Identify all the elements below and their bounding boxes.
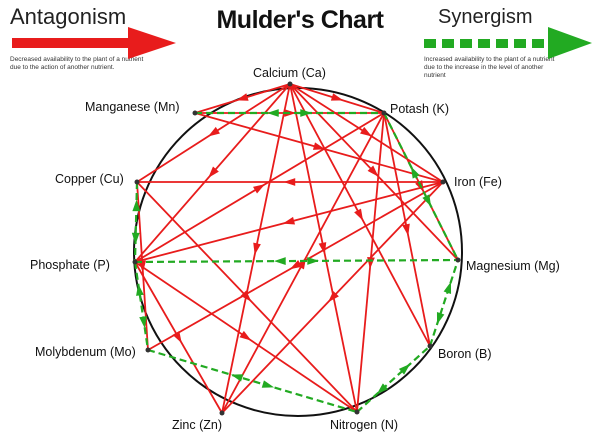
nutrient-node-n	[354, 409, 360, 415]
nutrient-node-cu	[134, 179, 140, 185]
antagonism-arrowhead	[284, 109, 296, 117]
antagonism-arrowhead	[283, 178, 296, 186]
synergism-link-cu-p	[133, 181, 139, 263]
nutrient-label-fe: Iron (Fe)	[454, 175, 502, 189]
nutrient-label-mn: Manganese (Mn)	[85, 100, 180, 114]
synergism-arrowhead	[398, 363, 411, 375]
nutrient-label-mo: Molybdenum (Mo)	[35, 345, 136, 359]
nutrient-node-mn	[192, 110, 198, 116]
chart-title: Mulder's Chart	[216, 6, 384, 34]
nutrient-node-mg	[455, 257, 461, 263]
antagonism-arrowhead	[318, 242, 327, 255]
antagonism-arrowhead	[330, 93, 344, 101]
nutrient-node-ca	[287, 81, 293, 87]
nutrient-node-p	[132, 259, 138, 265]
synergism-arrowhead	[436, 312, 445, 325]
nutrient-node-k	[381, 110, 387, 116]
antagonism-arrowhead	[239, 330, 252, 341]
synergism-arrowhead	[136, 283, 144, 296]
nutrient-label-b: Boron (B)	[438, 347, 492, 361]
antagonism-arrowhead	[253, 242, 261, 255]
synergism-arrowhead	[410, 166, 420, 179]
antagonism-arrowhead	[328, 291, 339, 303]
nutrient-label-zn: Zinc (Zn)	[172, 418, 222, 432]
synergism-arrowhead	[376, 383, 389, 395]
green-dashed-arrow-icon	[424, 27, 592, 59]
wheel-circle	[133, 87, 463, 417]
antagonism-arrowhead	[402, 223, 410, 236]
nutrient-label-cu: Copper (Cu)	[55, 172, 124, 186]
nutrient-label-mg: Magnesium (Mg)	[466, 259, 560, 273]
synergism-arrowhead	[267, 109, 279, 117]
synergism-arrowhead	[230, 374, 244, 382]
antagonism-arrowhead	[367, 165, 379, 177]
interaction-links	[131, 83, 460, 414]
synergism-arrowhead	[307, 257, 319, 265]
nutrient-nodes	[132, 81, 461, 416]
synergism-link-k-mg	[383, 112, 459, 261]
antagonism-arrowhead	[282, 216, 296, 225]
synergism-arrowhead	[422, 194, 432, 207]
nutrient-node-mo	[145, 347, 151, 353]
nutrient-node-fe	[440, 179, 446, 185]
synergism-arrowhead	[139, 316, 147, 329]
nutrient-label-k: Potash (K)	[390, 102, 450, 116]
antagonism-legend-description: Decreased availability to the plant of a…	[10, 56, 144, 71]
synergism-link-n-b	[356, 345, 431, 413]
red-arrow-icon	[12, 27, 176, 59]
nutrient-label-n: Nitrogen (N)	[330, 418, 399, 432]
antagonism-arrowhead	[172, 331, 182, 344]
synergism-link-p-mg	[134, 258, 459, 264]
nutrient-label-p: Phosphate (P)	[30, 258, 110, 272]
synergism-arrowhead	[274, 257, 286, 265]
antagonism-legend-label: Antagonism	[10, 4, 127, 29]
synergism-link-mo-n	[147, 348, 358, 414]
synergism-arrowhead	[261, 380, 275, 388]
nutrient-label-ca: Calcium (Ca)	[253, 66, 326, 80]
antagonism-arrowhead	[208, 126, 220, 137]
antagonism-arrowhead	[360, 126, 372, 137]
synergism-legend-description: Increased availability to the plant of a…	[424, 56, 555, 79]
nutrient-node-b	[427, 343, 433, 349]
antagonism-arrowhead	[236, 93, 249, 101]
nutrient-node-zn	[219, 410, 225, 416]
antagonism-arrowhead	[240, 290, 252, 302]
antagonism-arrowhead	[415, 180, 424, 193]
antagonism-arrowhead	[312, 142, 326, 150]
synergism-arrowhead	[131, 232, 140, 245]
synergism-arrowhead	[132, 199, 141, 212]
synergism-arrowhead	[443, 281, 452, 294]
synergism-link-p-mo	[133, 261, 150, 351]
synergism-arrowhead	[300, 109, 312, 117]
antagonism-arrowhead	[354, 208, 364, 221]
antagonism-arrowhead	[253, 184, 266, 194]
synergism-link-b-mg	[428, 259, 460, 347]
antagonism-arrowhead	[208, 166, 219, 178]
synergism-legend-label: Synergism	[438, 6, 533, 28]
antagonism-arrowhead	[289, 260, 302, 270]
